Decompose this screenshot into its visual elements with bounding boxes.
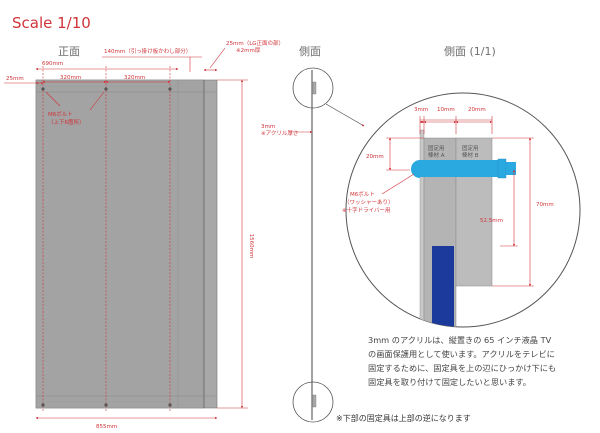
description-block: 3mm のアクリルは、縦置きの 65 インチ液晶 TV の画面保護用として使いま…: [368, 335, 556, 387]
dim-overhang: 140mm（引っ掛け板かわし部分）: [104, 47, 191, 55]
side-acrylic-dim: 3mm: [261, 124, 275, 130]
detail-bolt: [411, 158, 516, 179]
front-bolt-sub: （上下6箇所）: [48, 118, 85, 126]
tv-bezel: [432, 246, 454, 327]
side-acrylic-note: ※アクリル厚さ: [261, 130, 298, 137]
fixture-a-sub: 棒材 A: [428, 151, 445, 159]
dim-10mm: 10mm: [437, 107, 455, 113]
dim-inner-width: 690mm: [42, 61, 63, 67]
fixture-a-label: 固定用: [428, 144, 445, 152]
front-view: 140mm（引っ掛け板かわし部分） 25mm（LG正面の部） ※2mm厚 690…: [4, 39, 284, 430]
description-line1: 3mm のアクリルは、縦置きの 65 インチ液晶 TV: [368, 335, 552, 345]
description-line4: 固定具を取り付けて固定したいと思います。: [368, 377, 531, 387]
dim-3mm: 3mm: [414, 107, 428, 113]
dim-lg-bezel-note: ※2mm厚: [236, 47, 261, 54]
scale-label: Scale 1/10: [12, 14, 91, 32]
dim-total-width: 855mm: [96, 424, 117, 430]
description-line3: 固定するために、固定具を上の辺にひっかけ下にも: [368, 363, 556, 373]
front-view-title: 正面: [58, 45, 80, 58]
dim-lg-bezel: 25mm（LG正面の部）: [226, 39, 284, 47]
side-view: 3mm ※アクリル厚さ: [261, 67, 365, 423]
detail-view: 固定用 棒材 A 固定用 棒材 B 3mm 10mm 20mm 20mm 70m…: [342, 92, 581, 328]
side-view-title: 側面: [299, 45, 321, 58]
detail-bolt-sub2: ※十字ドライバー用: [342, 206, 391, 214]
dim-half-right: 320mm: [124, 75, 145, 81]
front-tv-area: [35, 79, 205, 409]
detail-view-title: 側面 (1/1): [444, 45, 496, 58]
dim-20mm-top: 20mm: [468, 107, 486, 113]
dim-20mm-left: 20mm: [366, 154, 384, 160]
dim-left-margin: 25mm: [6, 76, 24, 82]
dim-half-left: 320mm: [60, 75, 81, 81]
footnote: ※下部の固定具は上部の逆になります: [336, 413, 471, 423]
dim-70mm: 70mm: [536, 202, 554, 208]
front-bolt-label: M6ボルト: [48, 110, 73, 118]
side-bottom-detail-circle: [292, 381, 334, 423]
front-bolts: [41, 87, 172, 407]
detail-bolt-sub1: （ワッシャーあり）: [344, 199, 394, 206]
dim-52-5mm: 52.5mm: [480, 218, 503, 224]
side-top-detail-circle: [292, 67, 334, 109]
dim-height: 1560mm: [248, 234, 254, 259]
description-line2: の画面保護用として使います。アクリルをテレビに: [368, 349, 555, 359]
detail-bolt-label: M6ボルト: [350, 190, 375, 198]
fixture-b-label: 固定用: [462, 144, 479, 152]
fixture-b-sub: 棒材 B: [462, 151, 479, 159]
